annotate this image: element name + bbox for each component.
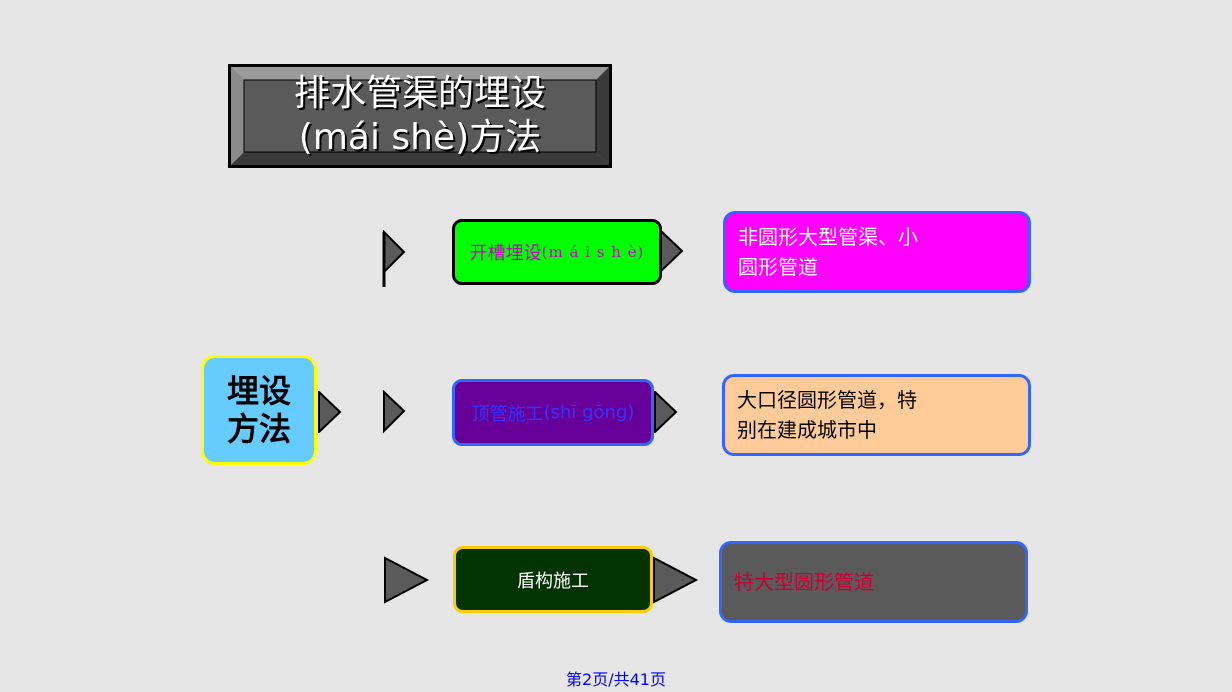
hub-line-2: 方法 xyxy=(226,410,291,448)
desc-box-shield: 特大型圆形管道 xyxy=(719,541,1028,623)
desc-box-trench: 非圆形大型管渠、小 圆形管道 xyxy=(723,211,1031,293)
method-label-pipe-jacking: 顶管施工 xyxy=(471,403,544,425)
title-bevel-frame xyxy=(228,64,612,168)
title-line-2: (mái shè)方法 xyxy=(298,117,542,158)
method-pinyin-pipe-jacking: (shī gōng) xyxy=(543,402,635,423)
row1-out-arrow-icon xyxy=(660,230,684,272)
desc-shield-line-1: 特大型圆形管道 xyxy=(734,570,874,594)
row2-branch-arrow-icon xyxy=(383,390,406,434)
method-box-pipe-jacking: 顶管施工 (shī gōng) xyxy=(452,379,654,446)
method-label-trench: 开槽埋设 xyxy=(469,243,542,264)
method-label-shield: 盾构施工 xyxy=(517,570,589,592)
title-line-1: 排水管渠的埋设 xyxy=(293,73,546,114)
page-title: 排水管渠的埋设 (mái shè)方法 xyxy=(228,64,612,168)
desc-pipe-jacking-line-2: 别在建成城市中 xyxy=(737,418,877,442)
hub-arrow-icon xyxy=(318,391,342,433)
row1-branch-arrow-icon xyxy=(382,230,406,287)
title-plaque: 排水管渠的埋设 (mái shè)方法 xyxy=(228,64,612,168)
hub-line-1: 埋设 xyxy=(226,372,291,410)
desc-box-pipe-jacking: 大口径圆形管道，特 别在建成城市中 xyxy=(722,374,1031,456)
row3-branch-arrow-icon xyxy=(384,556,430,604)
method-box-shield: 盾构施工 xyxy=(453,546,653,613)
hub-box: 埋设 方法 xyxy=(201,355,317,465)
page-number: 第2页/共41页 xyxy=(566,670,666,689)
row2-out-arrow-icon xyxy=(654,391,678,433)
desc-trench-line-2: 圆形管道 xyxy=(738,255,818,279)
desc-pipe-jacking-line-1: 大口径圆形管道，特 xyxy=(737,388,917,412)
method-box-trench: 开槽埋设 (m á i s h è) xyxy=(452,219,662,285)
method-pinyin-trench: (m á i s h è) xyxy=(541,243,645,261)
row3-out-arrow-icon xyxy=(653,556,699,604)
desc-trench-line-1: 非圆形大型管渠、小 xyxy=(738,225,918,249)
